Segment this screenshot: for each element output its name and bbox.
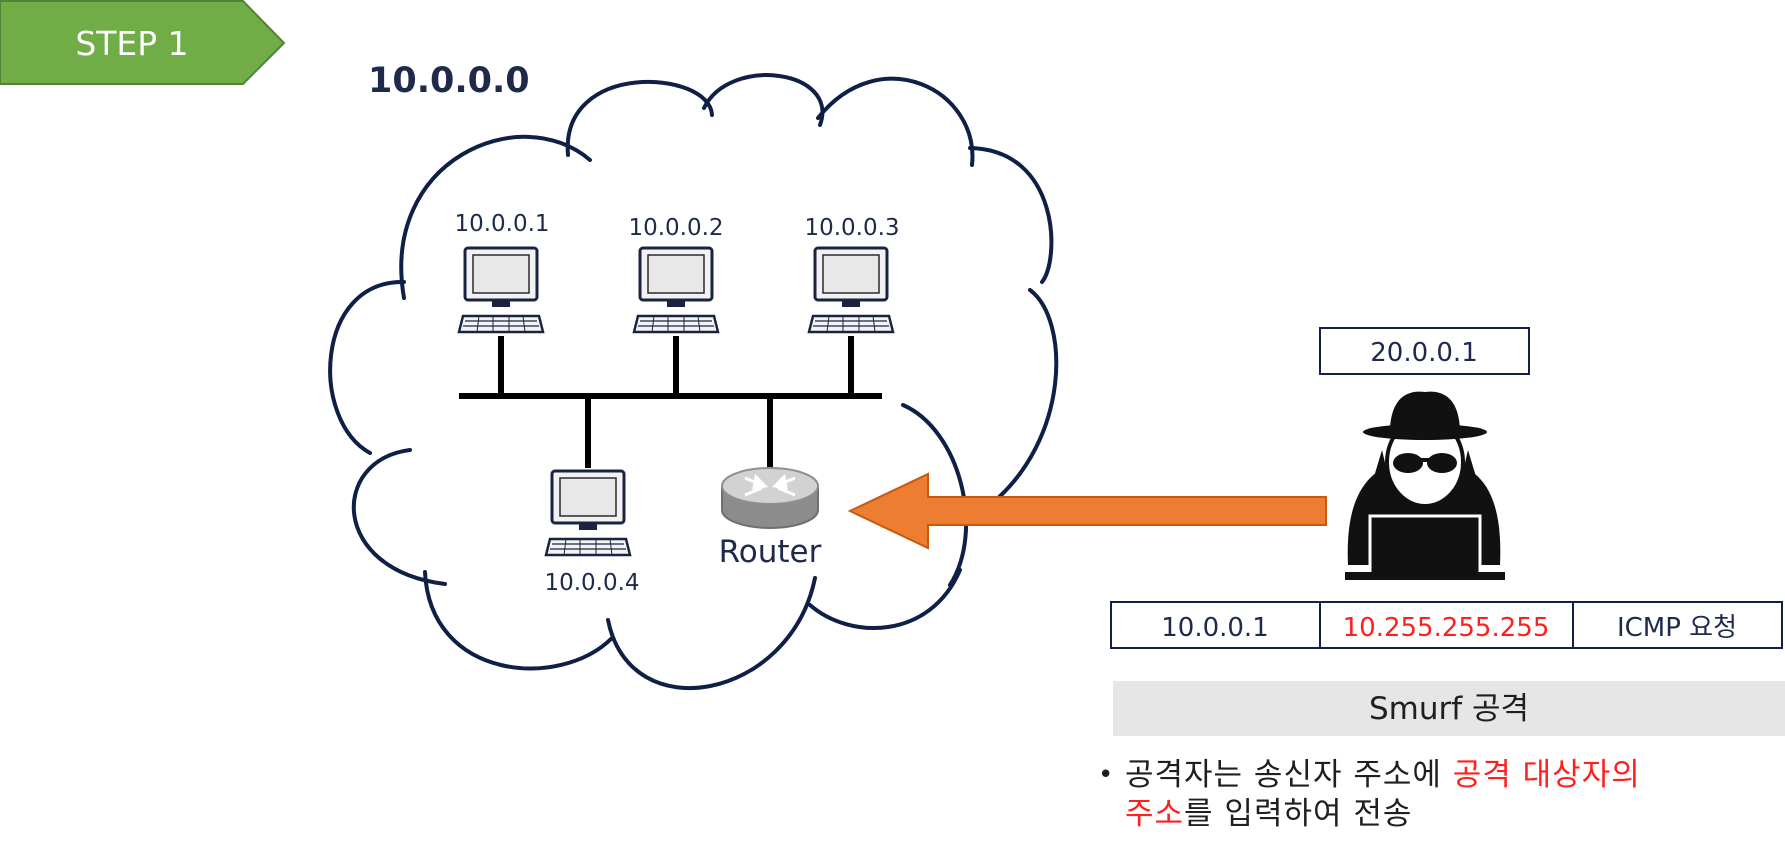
computer-icon [807, 246, 895, 334]
packet-destination-ip: 10.255.255.255 [1343, 613, 1550, 643]
attack-title: Smurf 공격 [1369, 691, 1529, 727]
host-2: 10.0.0.2 [628, 215, 724, 334]
packet-source-ip: 10.0.0.1 [1161, 613, 1269, 643]
host-ip-label: 10.0.0.1 [454, 211, 549, 237]
description-part1: 공격자는 송신자 주소에 [1125, 757, 1453, 793]
attack-title-bar: Smurf 공격 [1113, 681, 1785, 736]
attack-description: • 공격자는 송신자 주소에 공격 대상자의 주소를 입력하여 전송 [1098, 756, 1765, 834]
computer-icon [544, 469, 632, 557]
bullet-icon: • [1098, 760, 1115, 790]
step-banner: STEP 1 [0, 0, 286, 85]
router: Router [719, 467, 822, 570]
host-ip-label: 10.0.0.4 [544, 570, 639, 596]
description-part2: 를 입력하여 전송 [1184, 796, 1413, 832]
network-bus [459, 336, 882, 468]
host-3: 10.0.0.3 [804, 215, 900, 334]
attack-arrow [847, 472, 1327, 550]
packet-type: ICMP 요청 [1617, 613, 1737, 643]
attacker-ip: 20.0.0.1 [1370, 338, 1478, 368]
computer-icon [457, 246, 545, 334]
attacker-ip-box: 20.0.0.1 [1319, 327, 1530, 375]
router-icon [721, 467, 819, 529]
description-highlight-address: 주소 [1125, 796, 1185, 832]
network-label: 10.0.0.0 [368, 61, 530, 101]
router-label: Router [719, 534, 822, 570]
description-highlight-target: 공격 대상자의 [1452, 757, 1641, 793]
host-ip-label: 10.0.0.3 [804, 215, 899, 241]
hacker-icon [1345, 391, 1505, 580]
computer-icon [632, 246, 720, 334]
packet-header: 10.0.0.1 10.255.255.255 ICMP 요청 [1110, 601, 1783, 649]
network-cloud [328, 73, 1059, 690]
step-label: STEP 1 [75, 24, 188, 63]
host-4: 10.0.0.4 [544, 469, 640, 596]
host-1: 10.0.0.1 [454, 211, 550, 334]
host-ip-label: 10.0.0.2 [628, 215, 723, 241]
